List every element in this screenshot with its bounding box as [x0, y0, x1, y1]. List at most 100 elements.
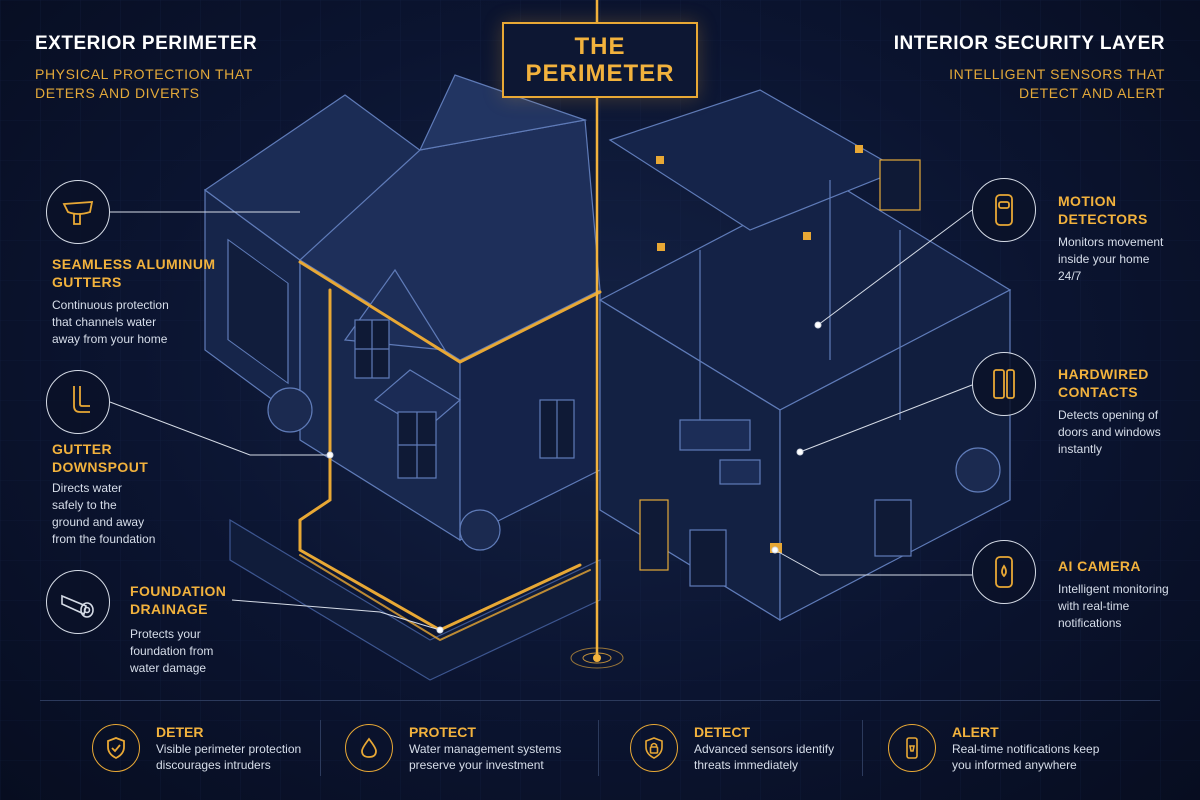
feature-motion-title-1: MOTION: [1058, 193, 1117, 209]
shield-check-icon: [107, 737, 125, 760]
right-heading: INTERIOR SECURITY LAYER: [893, 33, 1165, 54]
feature-gutters-desc-2: that channels water: [52, 315, 157, 329]
phone-alert-icon-circle: [888, 724, 936, 772]
bottom-divider: [40, 700, 1160, 701]
feature-camera: AI CAMERA Intelligent monitoring with re…: [1058, 557, 1193, 632]
feature-contacts-title-2: CONTACTS: [1058, 384, 1138, 400]
bottom-alert-line-1: Real-time notifications keep: [952, 742, 1100, 756]
motion-sensor-icon-circle: [972, 178, 1036, 242]
water-drop-icon-circle: [345, 724, 393, 772]
feature-downspout-title-2: DOWNSPOUT: [52, 459, 149, 475]
feature-drainage-desc-2: foundation from: [130, 644, 214, 658]
interior-door: [639, 499, 669, 571]
bottom-item-deter: DETER Visible perimeter protection disco…: [92, 716, 301, 780]
bottom-alert-title: ALERT: [952, 724, 999, 740]
bottom-separator: [320, 720, 321, 776]
feature-downspout-desc-2: safely to the: [52, 498, 117, 512]
feature-downspout-desc-4: from the foundation: [52, 532, 156, 546]
feature-drainage-title-2: DRAINAGE: [130, 601, 208, 617]
bottom-separator: [862, 720, 863, 776]
feature-motion-desc-3: 24/7: [1058, 269, 1082, 283]
bottom-alert-line-2: you informed anywhere: [952, 758, 1077, 772]
feature-drainage-desc-3: water damage: [130, 661, 207, 675]
bottom-detect-line-1: Advanced sensors identify: [694, 742, 835, 756]
feature-drainage-title-1: FOUNDATION: [130, 583, 227, 599]
feature-gutters-desc-3: away from your home: [52, 332, 168, 346]
bottom-item-alert: ALERT Real-time notifications keep you i…: [888, 716, 1099, 780]
ground-slab: [229, 518, 601, 681]
sensor-marker: [855, 145, 863, 153]
bottom-protect-line-2: preserve your investment: [409, 758, 544, 772]
drain-pipe-icon-circle: [46, 570, 110, 634]
sensor-marker: [657, 243, 665, 251]
feature-motion: MOTION DETECTORS Monitors movement insid…: [1058, 192, 1188, 285]
interior-window: [879, 159, 921, 211]
feature-contacts-desc-2: doors and windows: [1058, 425, 1161, 439]
feature-gutters: SEAMLESS ALUMINUM GUTTERS Continuous pro…: [52, 255, 222, 348]
feature-drainage-desc-1: Protects your: [130, 627, 201, 641]
feature-motion-title-2: DETECTORS: [1058, 211, 1148, 227]
camera-icon: [995, 556, 1013, 588]
feature-motion-desc-2: inside your home: [1058, 252, 1150, 266]
gutter-icon-circle: [46, 180, 110, 244]
contact-sensor-icon-circle: [972, 352, 1036, 416]
feature-gutters-title-1: SEAMLESS ALUMINUM: [52, 256, 216, 272]
feature-camera-desc-3: notifications: [1058, 616, 1122, 630]
phone-alert-icon: [906, 737, 918, 759]
bottom-deter-line-2: discourages intruders: [156, 758, 271, 772]
feature-camera-title-1: AI CAMERA: [1058, 558, 1141, 574]
left-header: EXTERIOR PERIMETER PHYSICAL PROTECTION T…: [35, 33, 257, 103]
downspout-icon-circle: [46, 370, 110, 434]
interior-window: [689, 529, 727, 587]
callout-line-drainage: [231, 599, 441, 631]
downspout-line: [298, 288, 582, 632]
bottom-deter-line-1: Visible perimeter protection: [156, 742, 302, 756]
feature-contacts-desc-1: Detects opening of: [1058, 408, 1159, 422]
feature-downspout: GUTTER DOWNSPOUT Directs water safely to…: [52, 440, 222, 548]
feature-motion-desc-1: Monitors movement: [1058, 235, 1164, 249]
gutter-icon: [62, 201, 94, 225]
callout-line-motion: [817, 209, 973, 326]
motion-sensor-icon: [995, 194, 1013, 226]
drain-pipe-icon: [61, 594, 94, 618]
bottom-protect-line-1: Water management systems: [409, 742, 562, 756]
left-heading: EXTERIOR PERIMETER: [35, 33, 258, 54]
camera-icon-circle: [972, 540, 1036, 604]
feature-drainage: FOUNDATION DRAINAGE Protects your founda…: [130, 582, 300, 677]
callout-line-camera: [774, 549, 972, 576]
shrub: [267, 387, 313, 433]
interior-window: [874, 499, 912, 557]
foundation-drain-line: [299, 554, 591, 642]
feature-gutters-desc-1: Continuous protection: [52, 298, 169, 312]
feature-camera-desc-2: with real-time: [1058, 599, 1130, 613]
shrub: [459, 509, 501, 551]
downspout-icon: [73, 386, 90, 413]
shield-check-icon-circle: [92, 724, 140, 772]
contact-sensor-icon: [993, 369, 1015, 399]
bottom-detect-line-2: threats immediately: [694, 758, 799, 772]
feature-downspout-desc-3: ground and away: [52, 515, 145, 529]
title-line-1: THE: [574, 33, 626, 60]
feature-contacts-title-1: HARDWIRED: [1058, 366, 1149, 382]
feature-camera-desc-1: Intelligent monitoring: [1058, 582, 1169, 596]
lock-shield-icon-circle: [630, 724, 678, 772]
title-box: THE PERIMETER: [502, 22, 698, 98]
left-subheading-2: DETERS AND DIVERTS: [35, 85, 200, 101]
right-header: INTERIOR SECURITY LAYER INTELLIGENT SENS…: [894, 33, 1165, 103]
bottom-separator: [598, 720, 599, 776]
bottom-item-detect: DETECT Advanced sensors identify threats…: [630, 716, 834, 780]
furniture-couch: [679, 419, 751, 451]
feature-downspout-desc-1: Directs water: [52, 481, 123, 495]
feature-contacts-desc-3: instantly: [1058, 442, 1103, 456]
sensor-marker: [803, 232, 811, 240]
bottom-item-protect: PROTECT Water management systems preserv…: [345, 716, 561, 780]
title-line-2: PERIMETER: [525, 60, 675, 87]
bottom-deter-title: DETER: [156, 724, 204, 740]
bottom-protect-title: PROTECT: [409, 724, 476, 740]
left-subheading-1: PHYSICAL PROTECTION THAT: [35, 66, 253, 82]
gutter-line: [298, 260, 602, 364]
water-drop-icon: [361, 737, 377, 758]
right-subheading-2: DETECT AND ALERT: [1018, 85, 1165, 101]
feature-contacts: HARDWIRED CONTACTS Detects opening of do…: [1058, 365, 1188, 458]
